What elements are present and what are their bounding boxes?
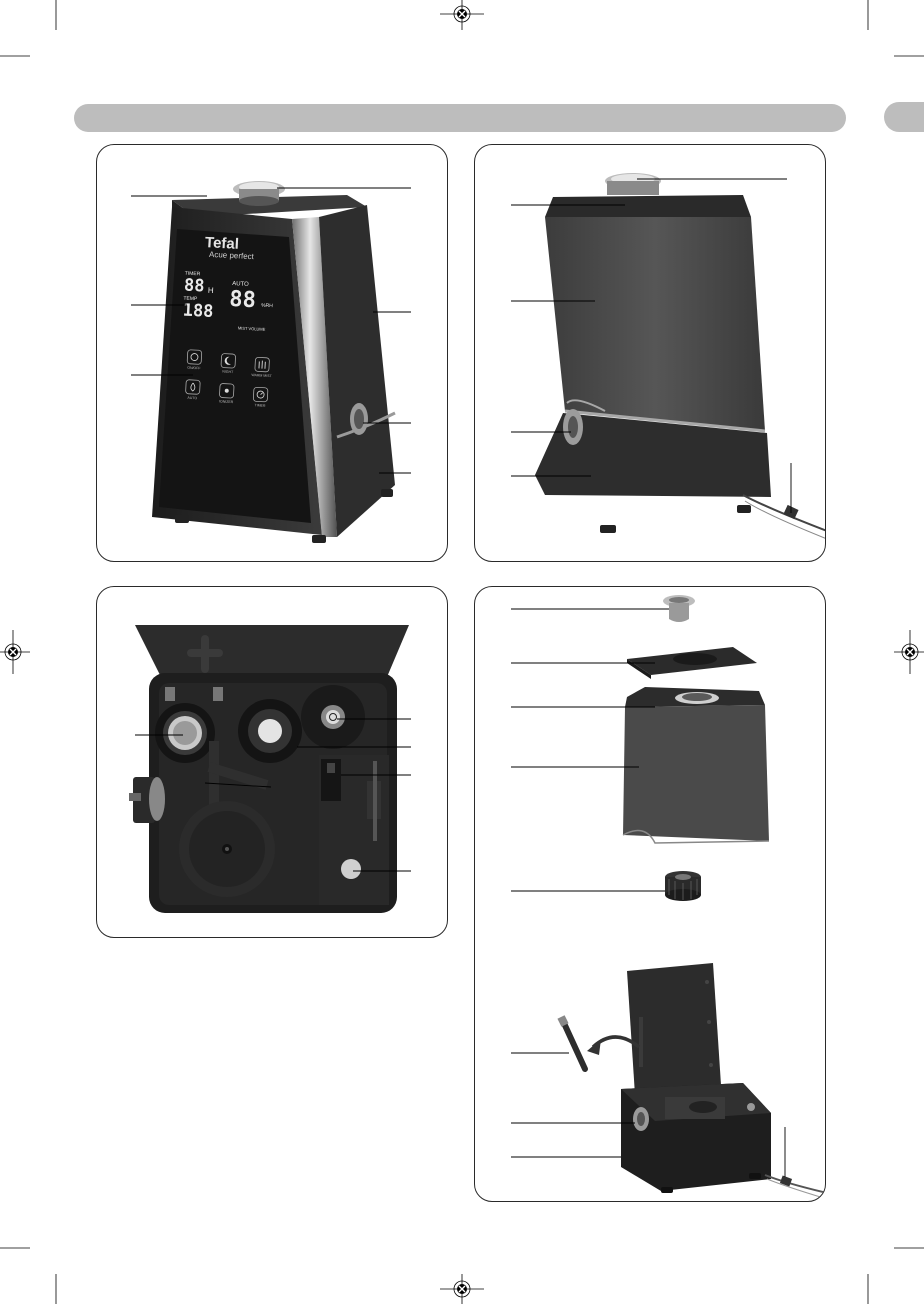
control-buttons: ON/OFF NIGHT WARM MIST AUTO IONIZER TIME… (179, 348, 283, 423)
warm-mist-icon (254, 356, 270, 373)
rear-view-illustration (535, 173, 825, 539)
base-top-view-illustration (129, 625, 409, 913)
timer-icon (252, 386, 269, 403)
registration-mark-left (0, 630, 30, 674)
power-icon (186, 349, 203, 365)
front-callout-lines (131, 187, 411, 474)
registration-mark-top (440, 0, 484, 30)
auto-icon (185, 379, 201, 395)
night-icon (220, 353, 236, 369)
registration-mark-right (894, 630, 924, 674)
front-view-panel: Tefal Acue perfect TIMER 88 H TEMP 188 A… (96, 144, 448, 562)
exploded-view-panel (474, 586, 826, 1202)
front-view-illustration (152, 181, 396, 543)
exploded-callout-lines (511, 608, 786, 1177)
registration-mark-bottom (440, 1274, 484, 1304)
rear-view-panel (474, 144, 826, 562)
base-callout-lines (135, 718, 411, 872)
ionizer-icon (219, 383, 235, 399)
rear-callout-lines (511, 178, 792, 513)
section-header-bar (74, 104, 846, 132)
exploded-view-illustration (557, 595, 825, 1199)
base-top-view-panel (96, 586, 448, 938)
page-tab (884, 102, 924, 132)
